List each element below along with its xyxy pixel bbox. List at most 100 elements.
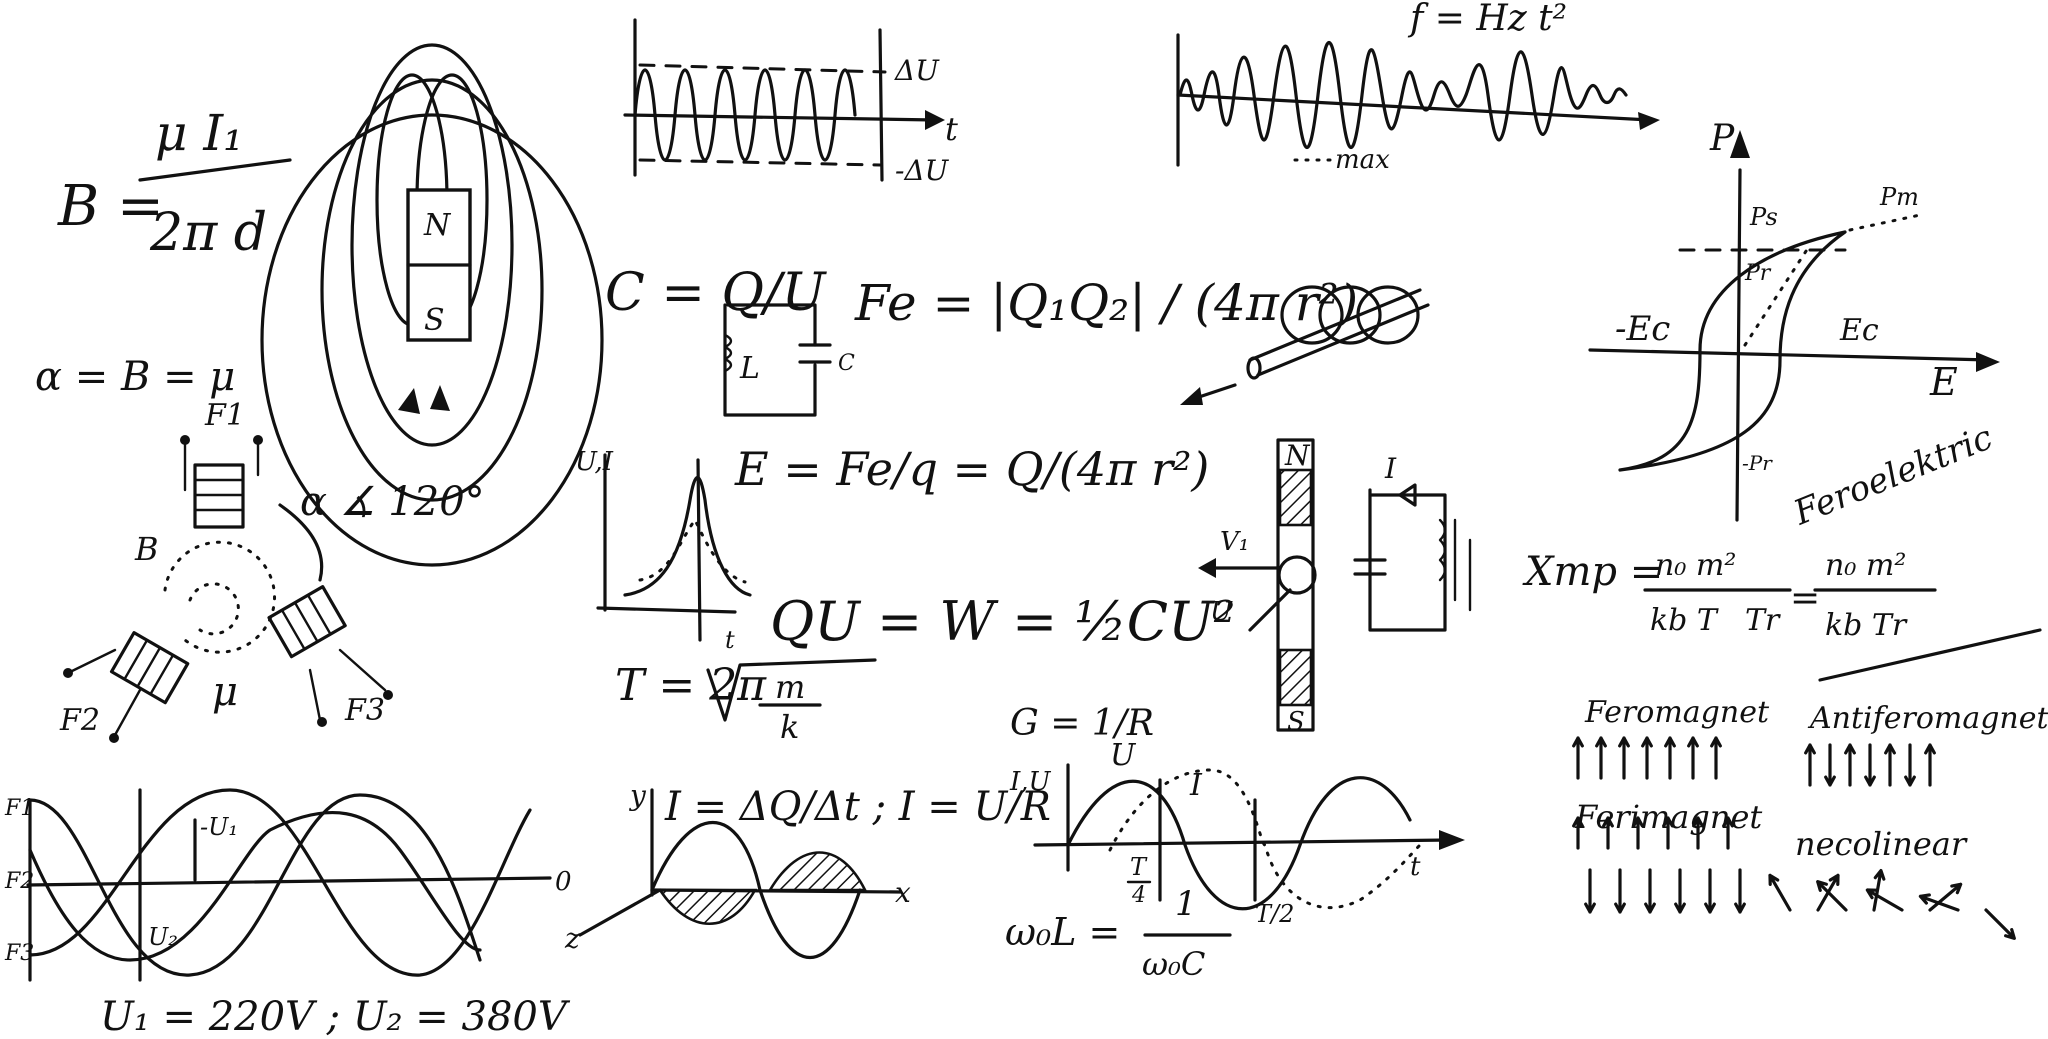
field-line (350, 43, 514, 447)
coil-lead (68, 648, 142, 737)
period-lhs: T = 2π (615, 660, 767, 711)
spin-arrow-icon (1595, 736, 1607, 780)
spin-arrow-icon (1816, 880, 1848, 912)
ferromagnet-label: Feromagnet (1584, 695, 1770, 730)
magnetic-ordering: Feromagnet Antiferomagnet Ferimagnet nec… (1572, 695, 2048, 940)
z-axis (578, 888, 662, 937)
pm-label: Pm (1879, 183, 1919, 211)
max-label: max (1335, 145, 1390, 175)
spin-arrow-icon (1632, 816, 1644, 850)
t-axis-label: t (1410, 852, 1421, 882)
velocity-label: V₁ (1220, 527, 1249, 557)
y-axis-label: y (628, 779, 647, 812)
inductor-coil (723, 333, 733, 373)
b-lhs: B = (57, 174, 164, 239)
resonance-den: ω₀C (1142, 945, 1205, 983)
u2-label: U₂ (148, 923, 178, 951)
field-line (320, 78, 544, 502)
spin-arrow-icon (1864, 743, 1876, 787)
circuit-loop (1368, 488, 1447, 632)
period-spring: k (780, 708, 799, 746)
arrow-icon (430, 385, 450, 411)
north-label: N (1284, 439, 1311, 472)
noncollinear-label: necolinear (1795, 825, 1968, 863)
resonance-curve (623, 476, 752, 597)
t-axis (1176, 93, 1652, 122)
chirp-wave-graph: f = Hz t² max (1176, 0, 1660, 175)
spin-arrow-icon (1804, 743, 1816, 787)
chi-denominator-1: kb T (1650, 603, 1719, 638)
lc-circuit: C = Q/U L C Fe = |Q₁Q₂| / (4π r²) E = Fe… (605, 263, 1358, 496)
u-curve-label: U (1110, 738, 1137, 773)
spin-arrow-icon (1692, 816, 1704, 850)
zero-label: 0 (555, 867, 572, 897)
chirp-curve (1178, 41, 1628, 149)
three-phase-coils-diagram: F1 B F3 F2 μ α ∡ 120° (59, 398, 485, 743)
pm-extension (1848, 213, 1922, 232)
antiferromagnet-label: Antiferomagnet (1807, 701, 2048, 736)
t-label: t (945, 110, 958, 148)
angle-label: α ∡ 120° (300, 479, 485, 525)
spin-arrow-icon (1602, 816, 1614, 850)
b-denominator: 2π d (149, 203, 267, 263)
chi-denominator-2: kb Tr (1825, 608, 1908, 643)
t-axis (623, 113, 937, 122)
chi-denominator-1b: Tr (1745, 603, 1781, 638)
coil-windings (123, 638, 175, 696)
u1-label: -U₁ (200, 813, 238, 841)
magnetic-wave-lobe (767, 851, 868, 892)
conductance-formula: G = 1/R (1010, 703, 1154, 744)
field-lines (1438, 518, 1472, 612)
spin-arrow-icon (1644, 868, 1656, 914)
u-label: U (1210, 597, 1233, 627)
iu-axis-label: I,U (1009, 767, 1052, 797)
south-label: S (1287, 707, 1305, 737)
arrow-icon (1439, 830, 1465, 850)
spin-arrow-icon (1674, 868, 1686, 914)
quarter-period-den: 4 (1131, 883, 1146, 908)
spin-arrow-icon (1924, 743, 1936, 787)
coil-windings (280, 593, 332, 651)
terminal-dot (253, 435, 263, 445)
spin-arrow-icon (1704, 868, 1716, 914)
fraction-bar (138, 158, 292, 182)
chi-numerator-2: n₀ m² (1825, 548, 1906, 583)
e-axis (1588, 348, 1992, 362)
magnetic-field-formula: μ I₁ B = 2π d α = B = μ (35, 104, 292, 400)
frequency-label: f = Hz t² (1407, 0, 1567, 39)
current-formula: I = ΔQ/Δt ; I = U/R (664, 784, 1051, 830)
inductor-label: L (739, 351, 760, 386)
arrow-icon (1180, 387, 1203, 405)
arrow-icon (1976, 352, 2000, 372)
rod-end (1246, 356, 1262, 380)
resonance-graph: U,I t QU = W = ½CU² (575, 447, 1235, 654)
quarter-period-num: T (1130, 853, 1148, 881)
magnet-north: N (423, 208, 452, 243)
coil-windings (193, 478, 245, 512)
coil-f1-label: F1 (204, 398, 245, 433)
phase-3-curve (28, 810, 482, 962)
coil-f2-label: F2 (59, 703, 100, 738)
upper-label: ΔU (894, 54, 940, 87)
terminal-dot (317, 717, 327, 727)
separator-line (1818, 628, 2042, 682)
e-axis-label: E (1929, 360, 1958, 404)
phase-2-curve (28, 788, 532, 977)
spin-arrow-icon (1904, 743, 1916, 787)
spin-arrow-icon (1734, 868, 1746, 914)
spin-arrow-icon (1824, 743, 1836, 787)
induction-diagram: N S V₁ U I (1198, 438, 1472, 737)
ac-phase-graph: G = 1/R I,U t U I T 4 T/2 ω₀L = 1 ω₀C (1005, 703, 1465, 983)
resonance-num: 1 (1175, 884, 1197, 924)
ec-label: Ec (1839, 313, 1879, 348)
equals-sign: = (1790, 578, 1820, 619)
spin-arrows (1572, 736, 2016, 940)
x-axis-label: x (895, 876, 911, 909)
arrow-icon (1730, 130, 1750, 158)
em-wave-graph: I = ΔQ/Δt ; I = U/R y x z (564, 779, 1051, 960)
spin-arrow-icon (1884, 743, 1896, 787)
hysteresis-loop (1618, 230, 1847, 472)
oscillation-curve (633, 68, 857, 162)
spin-arrow-icon (1865, 888, 1904, 912)
